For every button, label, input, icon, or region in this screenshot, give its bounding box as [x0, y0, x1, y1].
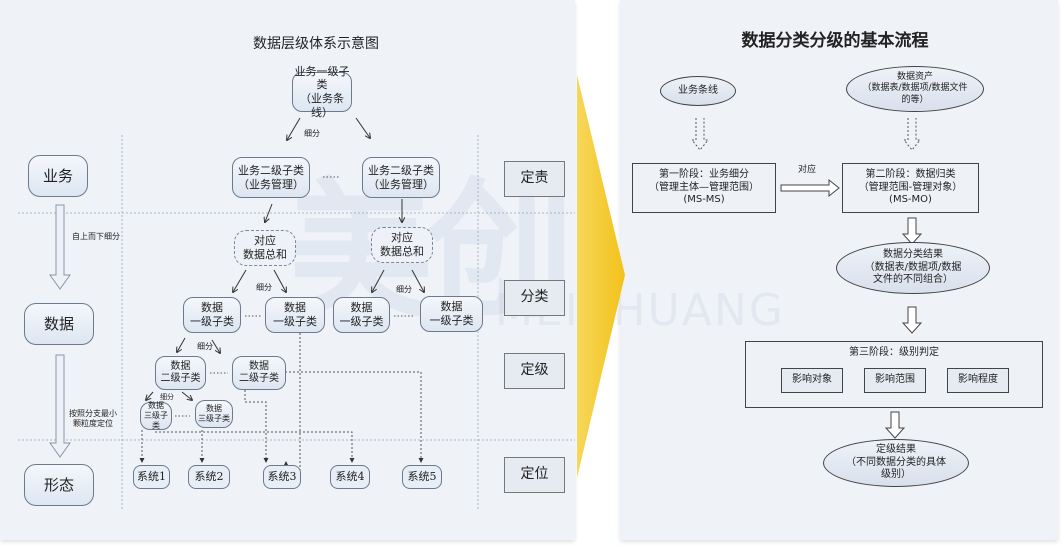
split-arrow [287, 117, 301, 140]
stage-business: 业务 [28, 155, 88, 197]
node-line: 业务二级子类 [368, 163, 434, 177]
node-data-level1: 数据 一级子类 [333, 297, 390, 333]
split-arrow [411, 269, 424, 292]
ellipse-class-result: 数据分类结果 （数据表/数据项/数据 文件的不同组合） [836, 242, 990, 294]
node-line: （业务管理） [238, 177, 304, 191]
label-classify: 分类 [504, 280, 565, 316]
left-title: 数据层级体系示意图 [253, 36, 379, 53]
locate-line [155, 431, 355, 463]
dashed-down-arrow [690, 118, 710, 151]
split-arrow [146, 391, 154, 400]
split-label: 细分 [197, 342, 213, 351]
node-data-level1: 数据 一级子类 [265, 297, 325, 333]
split-arrow [265, 203, 273, 222]
stage3-box: 第三阶段：级别判定 影响对象 影响范围 影响程度 [745, 341, 1043, 408]
system-node: 系统5 [402, 465, 442, 489]
node-line: （业务管理） [368, 177, 434, 191]
hollow-down-arrow [901, 217, 923, 245]
correspond-arrow [780, 178, 840, 198]
hollow-down-arrow [49, 354, 71, 458]
stage-form: 形态 [24, 464, 94, 506]
label-grade: 定级 [504, 353, 565, 389]
split-arrow [372, 269, 385, 292]
left-panel [0, 0, 575, 540]
node-line: （业务条线） [300, 92, 344, 119]
node-data-level1: 数据 一级子类 [183, 297, 241, 333]
node-data-level3: 数据 三级子类 [140, 401, 172, 430]
split-label: 细分 [304, 129, 320, 138]
split-arrow [273, 269, 286, 292]
node-line: 对应 [391, 231, 413, 245]
split-arrow [177, 337, 186, 352]
node-line: 对应 [254, 234, 276, 248]
system-node: 系统3 [263, 465, 301, 489]
node-line: 业务二级子类 [238, 163, 304, 177]
node-data-sum: 对应数据总和 [371, 227, 433, 263]
label-responsibility: 定责 [504, 161, 565, 197]
node-data-level2: 数据 二级子类 [232, 356, 286, 390]
node-line: 数据总和 [243, 248, 287, 261]
stage1-box: 第一阶段：业务细分 （管理主体—管理范围） (MS-MS) [632, 163, 776, 213]
locate-line [244, 390, 269, 463]
split-label: 细分 [256, 283, 272, 292]
split-arrow [211, 339, 220, 353]
node-line: 业务一级子类 [294, 64, 350, 92]
system-node: 系统2 [188, 465, 230, 489]
correspond-label: 对应 [797, 165, 816, 176]
hollow-down-arrow [901, 306, 923, 334]
hollow-down-arrow [884, 411, 906, 439]
split-arrow [355, 117, 370, 138]
factor-impact-degree: 影响程度 [947, 368, 1009, 393]
factor-impact-object: 影响对象 [781, 368, 843, 393]
split-arrow [233, 269, 247, 292]
system-node: 系统4 [330, 465, 370, 489]
node-data-sum: 对应数据总和 [234, 230, 296, 266]
node-data-level1: 数据 一级子类 [420, 296, 483, 332]
transition-arrow [577, 75, 625, 478]
ellipse-grade-result: 定级结果 （不同数据分类的具体 级别） [823, 439, 969, 487]
stage3-title: 第三阶段：级别判定 [849, 347, 939, 358]
factor-impact-scope: 影响范围 [864, 368, 926, 393]
split-label: 细分 [396, 285, 412, 294]
node-data-level2: 数据 二级子类 [155, 356, 206, 390]
node-biz-level1: 业务一级子类（业务条线） [292, 65, 352, 119]
node-line: 数据总和 [380, 245, 424, 258]
hollow-down-arrow [49, 204, 71, 290]
split-arrow [181, 391, 192, 400]
label-locate: 定位 [504, 457, 565, 493]
stage-data: 数据 [24, 303, 94, 345]
stage2-box: 第二阶段：数据归类 （管理范围-管理对象） (MS-MO) [842, 163, 979, 213]
ellipse-business-line: 业务条线 [660, 76, 736, 106]
ellipse-data-asset: 数据资产 （数据表/数据项/数据文件的等） [846, 66, 984, 112]
split-label: 细分 [160, 392, 174, 401]
node-biz-level2: 业务二级子类（业务管理） [362, 157, 440, 198]
dashed-down-arrow [902, 118, 922, 151]
arrow-label-top-down: 自上而下细分 [72, 232, 120, 241]
system-node: 系统1 [133, 465, 170, 489]
locate-line [285, 371, 424, 463]
node-biz-level2: 业务二级子类（业务管理） [232, 157, 310, 198]
locate-line [283, 333, 301, 471]
node-data-level3: 数据 三级子类 [195, 400, 233, 428]
right-title: 数据分类分级的基本流程 [741, 31, 929, 52]
arrow-label-locate: 按照分支最小颗粒度定位 [69, 409, 117, 428]
